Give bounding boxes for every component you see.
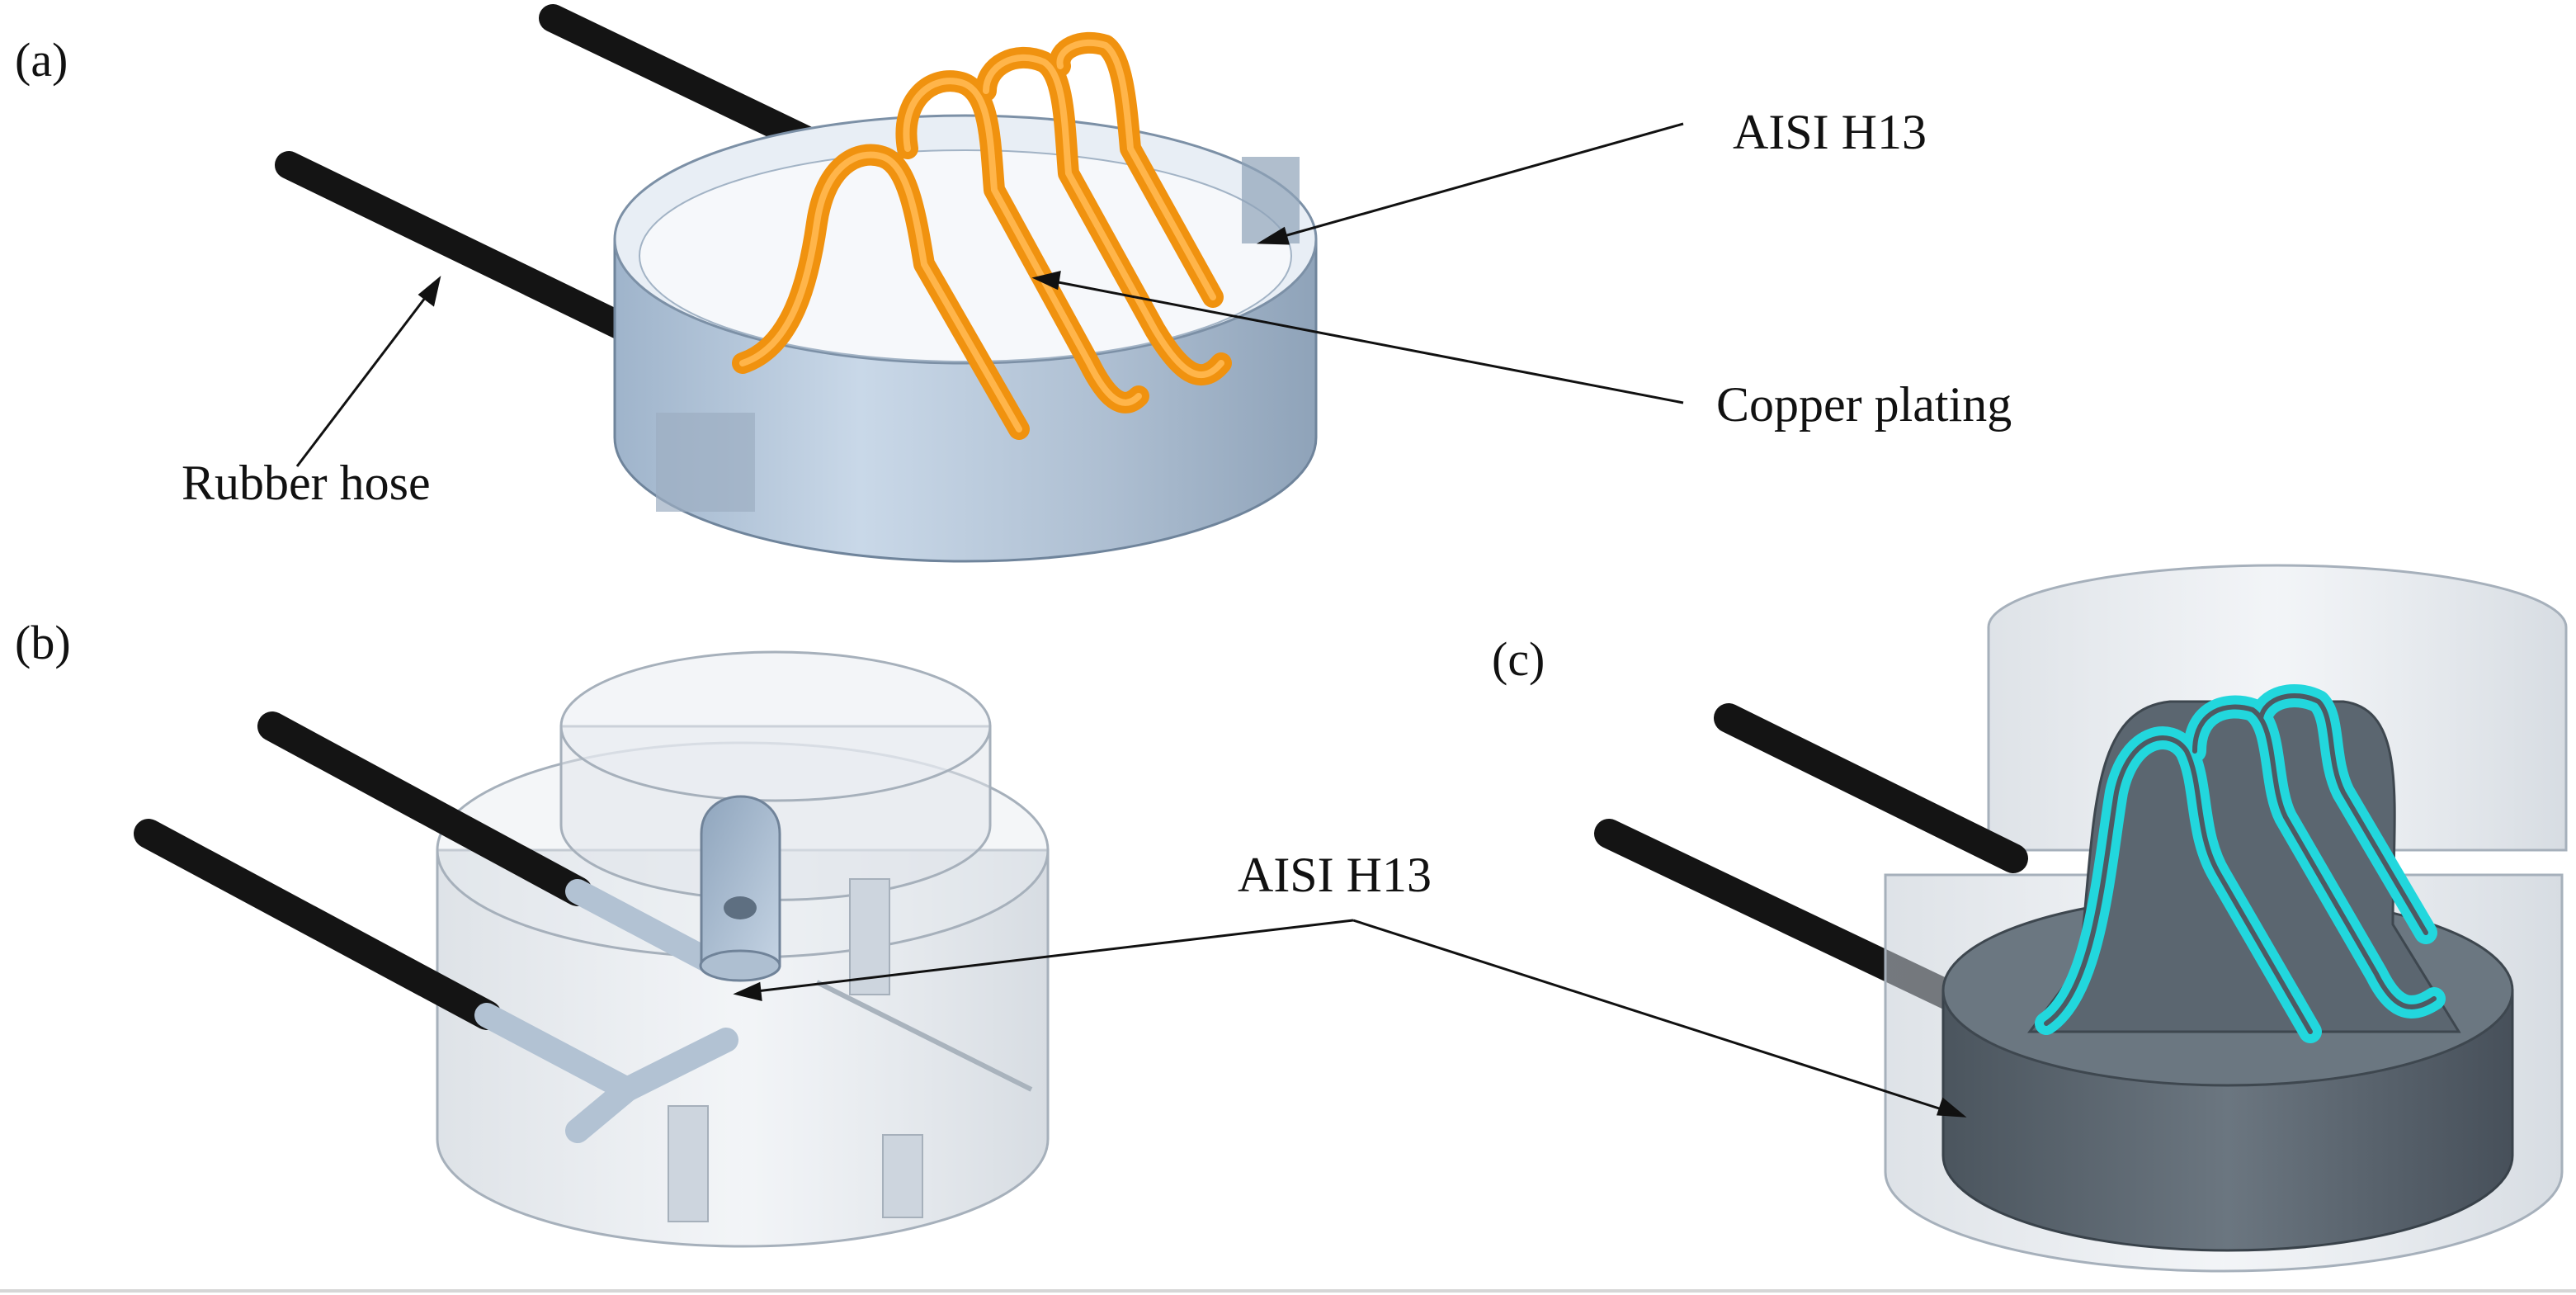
- callout-copper-plating: Copper plating: [1716, 377, 2012, 432]
- callout-arrows-bc: [733, 919, 1967, 1118]
- panel-label-c: (c): [1492, 632, 1545, 686]
- rubber-hose-b: [134, 711, 738, 1143]
- callout-aisi-h13-a: AISI H13: [1733, 105, 1927, 159]
- panel-b: (b): [15, 616, 1050, 1248]
- panel-a: (a) AISI H13 Co: [15, 4, 2012, 563]
- cyan-cooling-channel-c: [2035, 683, 2446, 1043]
- callout-arrows-a: [295, 122, 1684, 467]
- h13-core-b: [699, 795, 781, 982]
- callout-rubber-hose: Rubber hose: [182, 456, 431, 510]
- callout-aisi-h13-bc: AISI H13: [1238, 848, 1432, 902]
- panel-label-a: (a): [15, 33, 68, 87]
- copper-plating-a: [732, 31, 1232, 440]
- panel-c: (c): [1492, 564, 2568, 1273]
- panel-label-b: (b): [15, 616, 71, 669]
